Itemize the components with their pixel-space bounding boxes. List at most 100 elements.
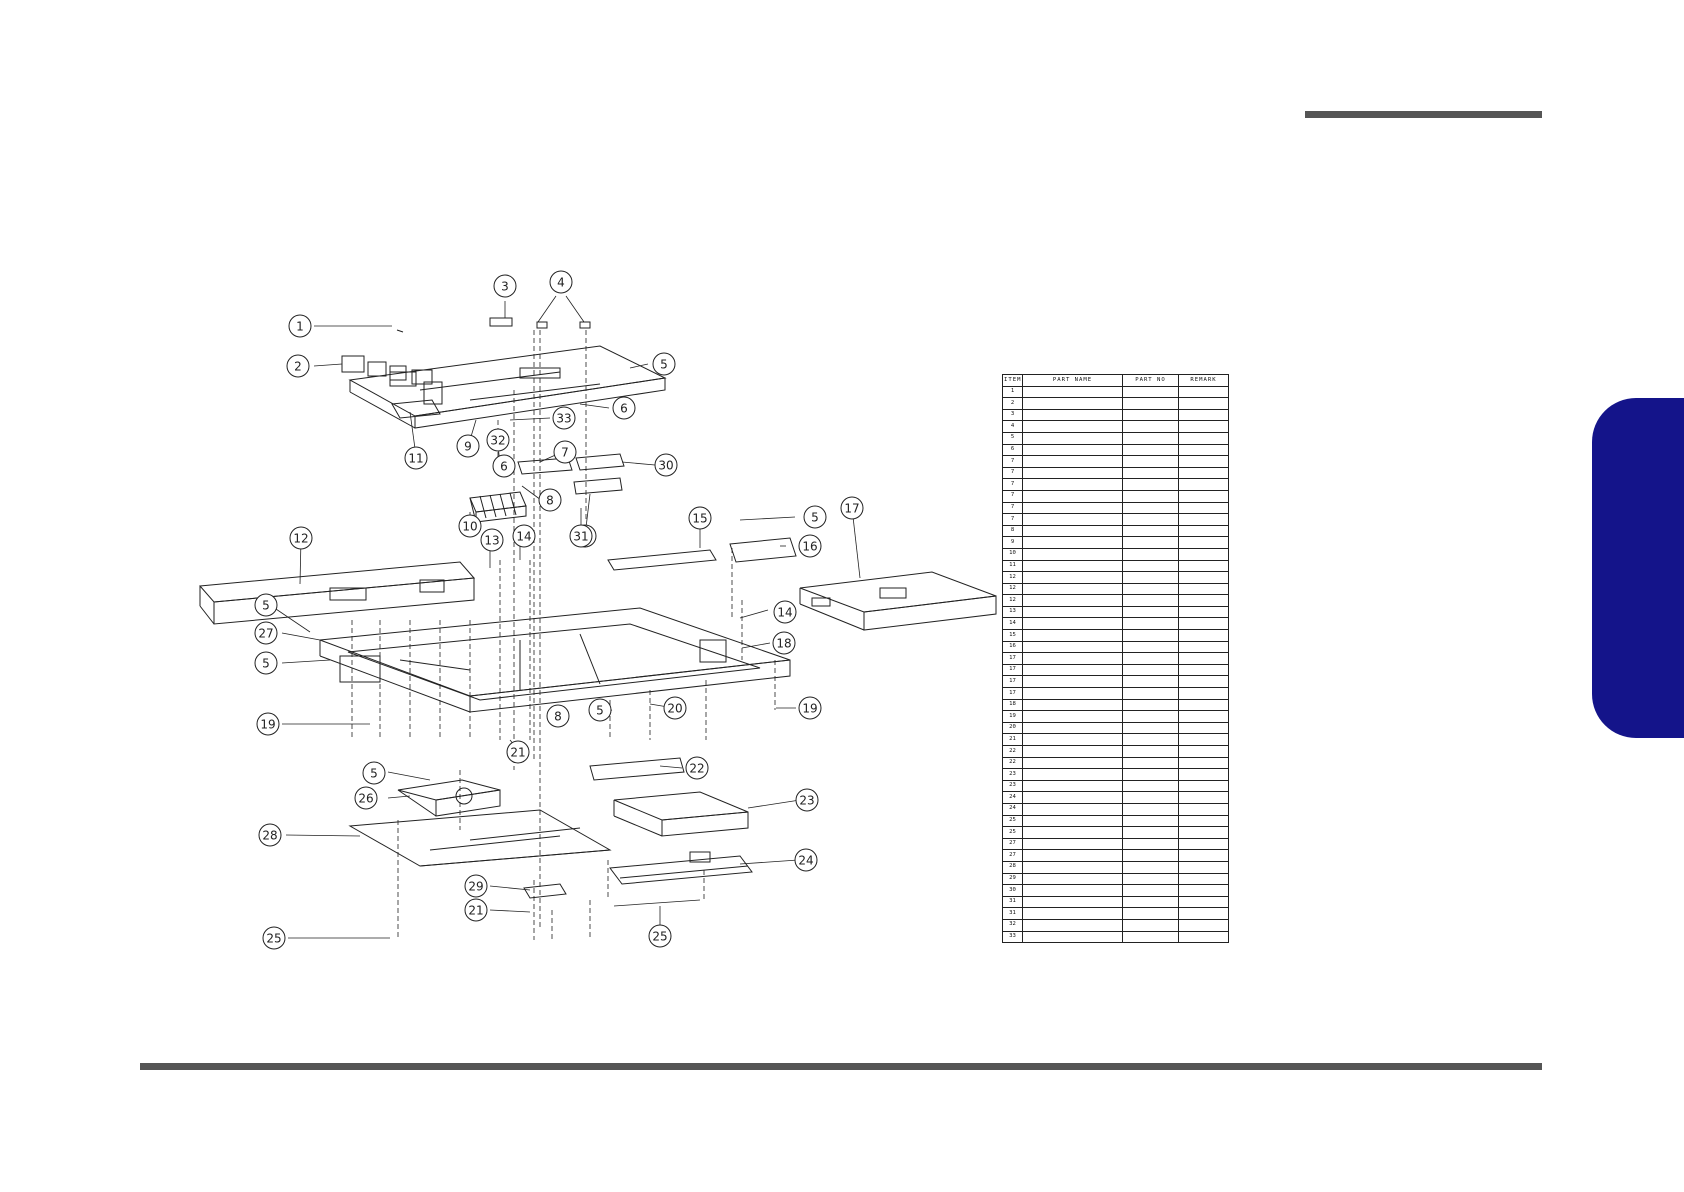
part-name-cell: [1022, 756, 1123, 770]
remark-cell: [1178, 513, 1229, 526]
sheet-22-drawing: [589, 757, 685, 781]
part-name-cell: [1022, 559, 1123, 573]
item-cell: 24: [1002, 791, 1023, 804]
callout-11: 11: [404, 446, 428, 470]
item-cell: 12: [1002, 582, 1023, 596]
remark-cell: [1178, 605, 1229, 619]
part-name-cell: [1022, 408, 1123, 422]
callout-33: 33: [552, 406, 576, 430]
table-row: 30: [1002, 884, 1229, 897]
part-name-cell: [1022, 478, 1123, 491]
part-no-cell: [1122, 524, 1179, 538]
table-row: 12: [1002, 594, 1229, 607]
callout-25: 25: [648, 924, 672, 948]
item-cell: 7: [1002, 489, 1023, 503]
part-no-cell: [1122, 594, 1179, 607]
table-row: 8: [1002, 524, 1229, 538]
table-row: 7: [1002, 501, 1229, 515]
remark-cell: [1178, 721, 1229, 735]
table-row: 17: [1002, 663, 1229, 677]
part-no-cell: [1122, 884, 1179, 897]
table-row: 1: [1002, 385, 1229, 399]
remark-cell: [1178, 860, 1229, 874]
table-row: 12: [1002, 571, 1229, 584]
item-cell: 33: [1002, 930, 1023, 944]
remark-cell: [1178, 536, 1229, 549]
part-name-cell: [1022, 663, 1123, 677]
callout-6: 6: [492, 454, 516, 478]
remark-cell: [1178, 478, 1229, 491]
item-cell: 25: [1002, 826, 1023, 839]
table-row: 22: [1002, 756, 1229, 770]
part-name-cell: [1022, 629, 1123, 642]
part-name-cell: [1022, 489, 1123, 503]
remark-cell: [1178, 837, 1229, 851]
item-cell: 28: [1002, 860, 1023, 874]
callout-14: 14: [512, 524, 536, 548]
header-part-no: PART NO: [1122, 374, 1179, 387]
item-cell: 19: [1002, 710, 1023, 723]
callout-13: 13: [480, 528, 504, 552]
part-no-cell: [1122, 918, 1179, 932]
remark-cell: [1178, 756, 1229, 770]
item-cell: 11: [1002, 559, 1023, 573]
callout-number: 19: [802, 702, 817, 716]
item-cell: 7: [1002, 466, 1023, 480]
item-cell: 12: [1002, 571, 1023, 584]
part-name-cell: [1022, 791, 1123, 804]
table-row: 23: [1002, 779, 1229, 793]
callout-number: 2: [294, 360, 302, 374]
item-cell: 17: [1002, 687, 1023, 700]
remark-cell: [1178, 559, 1229, 573]
part-no-cell: [1122, 907, 1179, 920]
item-cell: 31: [1002, 895, 1023, 909]
battery-drawing: [198, 561, 476, 625]
item-cell: 12: [1002, 594, 1023, 607]
table-row: 27: [1002, 837, 1229, 851]
callout-number: 5: [262, 657, 270, 671]
part-name-cell: [1022, 594, 1123, 607]
callout-number: 24: [798, 854, 813, 868]
part-name-cell: [1022, 721, 1123, 735]
callout-number: 14: [516, 530, 531, 544]
part-name-cell: [1022, 605, 1123, 619]
table-row: 25: [1002, 814, 1229, 828]
table-row: 23: [1002, 768, 1229, 781]
table-row: 4: [1002, 420, 1229, 433]
callout-19: 19: [256, 712, 280, 736]
callout-number: 28: [262, 829, 277, 843]
callout-number: 1: [296, 320, 304, 334]
item-cell: 22: [1002, 756, 1023, 770]
remark-cell: [1178, 455, 1229, 468]
item-cell: 20: [1002, 721, 1023, 735]
part-no-cell: [1122, 652, 1179, 665]
part-no-cell: [1122, 431, 1179, 445]
part-no-cell: [1122, 397, 1179, 410]
header-rule: [1305, 111, 1542, 118]
part-no-cell: [1122, 420, 1179, 433]
remark-cell: [1178, 687, 1229, 700]
callout-number: 30: [658, 459, 673, 473]
part-name-cell: [1022, 687, 1123, 700]
part-name-cell: [1022, 837, 1123, 851]
callout-3: 3: [493, 274, 517, 298]
chapter-tab: [1592, 398, 1684, 738]
remark-cell: [1178, 710, 1229, 723]
item-cell: 30: [1002, 884, 1023, 897]
remark-cell: [1178, 791, 1229, 804]
callout-6: 6: [612, 396, 636, 420]
callout-8: 8: [546, 704, 570, 728]
table-row: 9: [1002, 536, 1229, 549]
table-row: 5: [1002, 431, 1229, 445]
table-row: 6: [1002, 443, 1229, 457]
part-no-cell: [1122, 895, 1179, 909]
part-no-cell: [1122, 860, 1179, 874]
table-row: 7: [1002, 478, 1229, 491]
leader-lines: [269, 295, 861, 939]
callout-number: 22: [689, 762, 704, 776]
callout-number: 16: [802, 540, 817, 554]
table-row: 10: [1002, 547, 1229, 561]
part-name-cell: [1022, 675, 1123, 689]
part-no-cell: [1122, 571, 1179, 584]
part-no-cell: [1122, 605, 1179, 619]
